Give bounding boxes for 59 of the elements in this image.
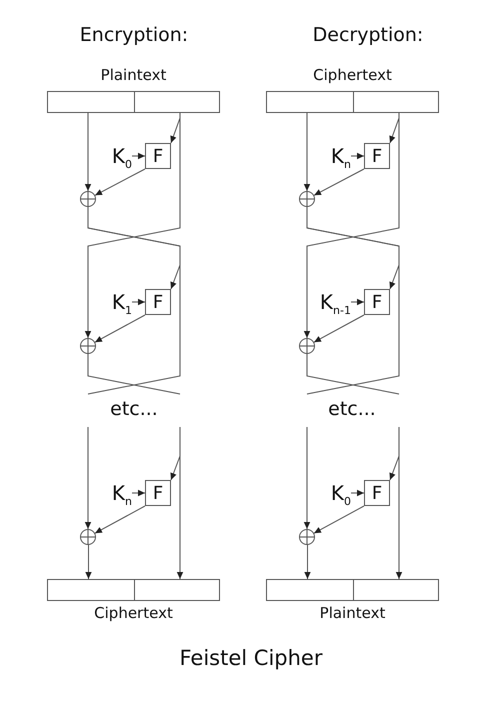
arrow xyxy=(132,490,146,496)
arrow xyxy=(84,426,92,530)
block-label: Plaintext xyxy=(100,66,168,84)
arrow xyxy=(94,168,146,196)
round-function-box: F xyxy=(364,289,390,315)
arrow xyxy=(84,112,92,192)
arrow xyxy=(396,426,402,580)
round-key: K$_{n}$ xyxy=(315,143,351,171)
block-half xyxy=(47,579,135,601)
arrow xyxy=(85,544,92,580)
block-half xyxy=(134,579,220,601)
arrow xyxy=(94,314,146,343)
arrow xyxy=(176,426,184,580)
arrow xyxy=(132,152,146,160)
arrow xyxy=(94,506,146,534)
continuation-text: etc... xyxy=(110,398,158,420)
round-function-box: F xyxy=(145,480,171,506)
block-label: Ciphertext xyxy=(312,66,393,84)
block-half xyxy=(353,579,439,601)
round-function-box: F xyxy=(364,480,390,506)
round-key: K$_{0}$ xyxy=(315,480,351,508)
round-function-box: F xyxy=(145,289,171,315)
round-function-box: F xyxy=(145,143,171,169)
arrow xyxy=(350,490,364,496)
xor-symbol xyxy=(299,191,315,207)
connector-line xyxy=(88,354,180,394)
xor-symbol xyxy=(80,338,96,354)
arrow xyxy=(314,314,364,343)
arrow xyxy=(304,544,311,580)
diagram-title: Feistel Cipher xyxy=(178,646,324,670)
arrow xyxy=(350,298,364,306)
arrow xyxy=(304,112,310,192)
arrow xyxy=(314,506,364,534)
xor-symbol xyxy=(80,191,96,207)
column-heading: Decryption: xyxy=(312,24,424,46)
block-label: Plaintext xyxy=(318,604,386,622)
block-half xyxy=(266,579,354,601)
xor-symbol xyxy=(299,529,315,545)
round-key: K$_{1}$ xyxy=(96,289,132,317)
block-half xyxy=(353,91,439,113)
round-key: K$_{0}$ xyxy=(96,143,132,171)
xor-symbol xyxy=(80,529,96,545)
arrow xyxy=(304,426,310,530)
column-heading: Encryption: xyxy=(80,24,188,46)
block-half xyxy=(134,91,220,113)
round-function-box: F xyxy=(364,143,390,169)
block-half xyxy=(47,91,135,113)
connector-line xyxy=(306,354,400,394)
block-label: Ciphertext xyxy=(93,604,174,622)
arrow xyxy=(350,152,364,160)
round-key: K$_{n-1}$ xyxy=(315,289,351,317)
arrow xyxy=(314,168,364,196)
arrow xyxy=(84,112,180,338)
round-key: K$_{n}$ xyxy=(96,480,132,508)
block-half xyxy=(266,91,354,113)
arrow xyxy=(132,298,146,306)
xor-symbol xyxy=(299,338,315,354)
continuation-text: etc... xyxy=(328,398,376,420)
arrow xyxy=(304,112,400,338)
